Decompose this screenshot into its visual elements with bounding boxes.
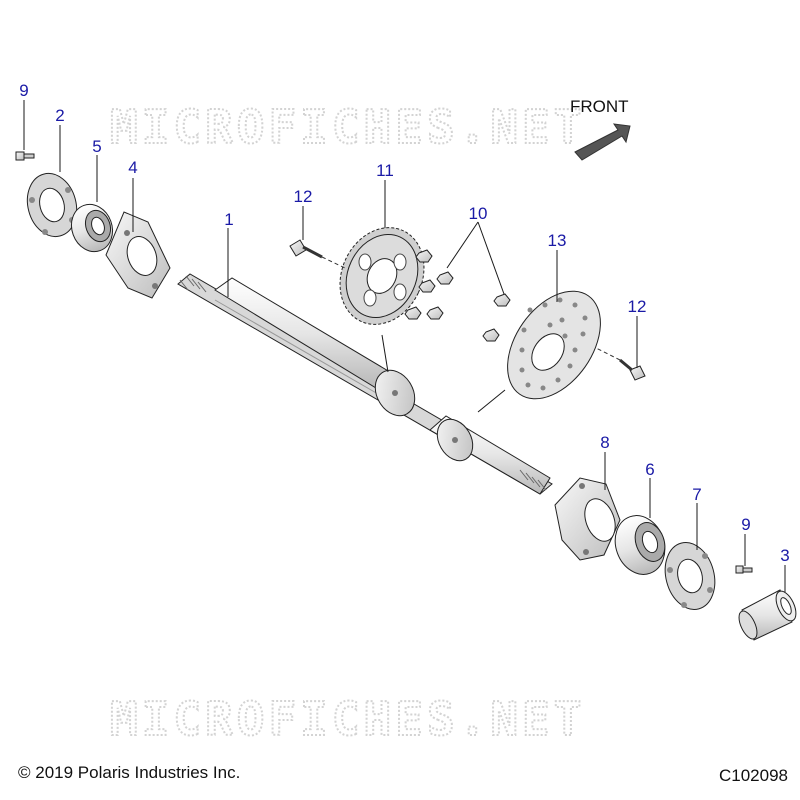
sprocket [339, 227, 425, 325]
spacer-sleeve [738, 589, 797, 641]
watermark-top: MICROFICHES.NET [110, 100, 585, 154]
front-direction-indicator: FRONT [570, 97, 631, 161]
bearing-left [70, 203, 114, 253]
callout-13: 13 [548, 231, 567, 250]
sprocket-nuts [404, 249, 511, 342]
callout-9-right: 9 [741, 515, 750, 534]
callout-7: 7 [692, 485, 701, 504]
leader-lines [23, 100, 786, 592]
callout-6: 6 [645, 460, 654, 479]
bolt-left [289, 239, 346, 269]
callout-1: 1 [224, 210, 233, 229]
callout-10: 10 [469, 204, 488, 223]
callout-12-left: 12 [294, 187, 313, 206]
drawing-id: C102098 [718, 766, 788, 785]
callout-11: 11 [376, 161, 394, 180]
small-bolt-left [15, 151, 35, 161]
copyright-notice: © 2019 Polaris Industries Inc. [18, 763, 241, 782]
bolt-right [595, 347, 646, 381]
callout-3: 3 [780, 546, 789, 565]
axle-shaft [177, 273, 553, 495]
bearing-housing-right [554, 477, 621, 561]
bearing-right [614, 515, 666, 575]
callout-12-right: 12 [628, 297, 647, 316]
callout-9-left: 9 [19, 81, 28, 100]
callout-4: 4 [128, 158, 137, 177]
front-arrow-icon [574, 123, 631, 161]
callout-2: 2 [55, 106, 64, 125]
callout-labels: 9 2 5 4 1 12 11 10 13 12 8 6 7 9 3 [19, 81, 789, 565]
bearing-housing-left [105, 211, 171, 299]
small-bolt-right [735, 565, 753, 574]
front-label: FRONT [570, 97, 629, 116]
callout-5: 5 [92, 137, 101, 156]
bearing-plate-right [664, 542, 716, 610]
brake-disc [507, 290, 601, 400]
callout-8: 8 [600, 433, 609, 452]
watermark-bottom: MICROFICHES.NET [110, 692, 585, 746]
